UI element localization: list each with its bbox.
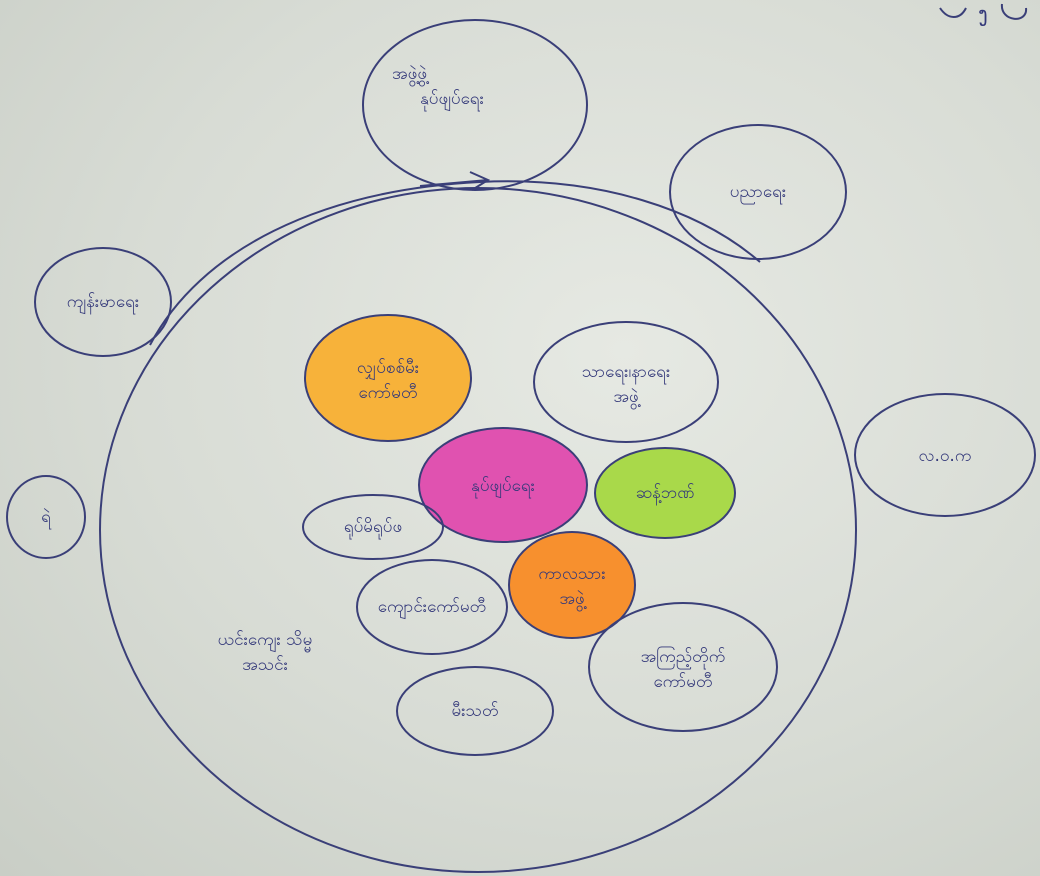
inner-node-top-right-line-2: အဖွဲ့ <box>613 386 639 407</box>
community-label-line-2: အသင်း <box>242 654 288 675</box>
outer-node-top-line-2: နုပ်ဖျပ်ရေး <box>420 88 484 109</box>
inner-node-bottom-mid-circle <box>508 531 636 639</box>
community-label: ယင်းကျေး သိမ္မ အသင်း <box>190 628 340 677</box>
community-boundary-circle <box>99 187 857 873</box>
inner-node-top-right-circle <box>533 321 719 443</box>
outer-node-left-circle <box>34 247 172 357</box>
inner-node-left-circle <box>302 494 444 560</box>
outer-node-far-left-label: ရဲ <box>41 507 51 527</box>
inner-node-bottom-left-label: ကျောင်းကော်မတီ <box>377 597 487 617</box>
inner-node-bottom-right-circle <box>588 602 778 732</box>
outer-node-top-line-1: အဖွဲ့ဖွဲ့ <box>392 64 428 84</box>
corner-scribble-mark <box>939 3 1028 20</box>
corner-scribble-text: ງ <box>978 2 988 26</box>
inner-node-top-left-line-1: လျှပ်စစ်မီး <box>356 358 420 378</box>
inner-node-top-right-line-1: သာရေး၊နာရေး <box>581 362 671 382</box>
inner-node-left-label: ရုပ်မိရုပ်ဖ <box>343 517 403 537</box>
inner-node-top-left-circle <box>304 314 472 442</box>
inner-node-bottom-label: မီးသတ် <box>451 701 499 721</box>
outer-node-top-right-label: ပညာရေး <box>729 182 787 202</box>
outer-node-top-right-circle <box>669 124 847 260</box>
community-label-line-1: ယင်းကျေး သိမ္မ <box>217 630 313 650</box>
arrow-tick <box>419 171 491 191</box>
inner-node-top-right-label: သာရေး၊နာရေး အဖွဲ့ <box>548 360 704 409</box>
inner-node-bottom-mid-line-1: ကာလသား <box>538 564 606 584</box>
inner-node-top-left-label: လျှပ်စစ်မီး ကော်မတီ <box>316 356 460 405</box>
inner-node-bottom-circle <box>396 666 554 756</box>
outer-node-top-label: အဖွဲ့ဖွဲ့ နုပ်ဖျပ်ရေး <box>392 62 562 111</box>
inner-node-bottom-right-line-1: အကြည့်တိုက် <box>640 647 726 667</box>
community-boundary-outer-stroke <box>149 180 761 346</box>
inner-node-bottom-left-circle <box>356 559 508 655</box>
inner-node-top-left-line-2: ကော်မတီ <box>358 382 418 403</box>
inner-node-right-label: ဆန့်ဘဏ် <box>635 483 695 503</box>
inner-node-right-circle <box>594 447 736 539</box>
inner-node-bottom-right-label: အကြည့်တိုက် ကော်မတီ <box>600 645 766 694</box>
outer-node-left-label: ကျန်းမာရေး <box>66 292 140 312</box>
outer-node-right-label: လ.ဝ.က <box>918 446 972 466</box>
outer-node-right-circle <box>854 393 1036 517</box>
inner-node-bottom-right-line-2: ကော်မတီ <box>653 671 713 692</box>
inner-node-bottom-mid-line-2: အဖွဲ့ <box>559 588 585 609</box>
outer-node-far-left-circle <box>6 475 86 559</box>
center-node-circle <box>418 427 588 543</box>
center-node-label: နုပ်ဖျပ်ရေး <box>471 476 535 496</box>
outer-node-top-circle <box>362 19 588 191</box>
inner-node-bottom-mid-label: ကာလသား အဖွဲ့ <box>516 562 628 611</box>
